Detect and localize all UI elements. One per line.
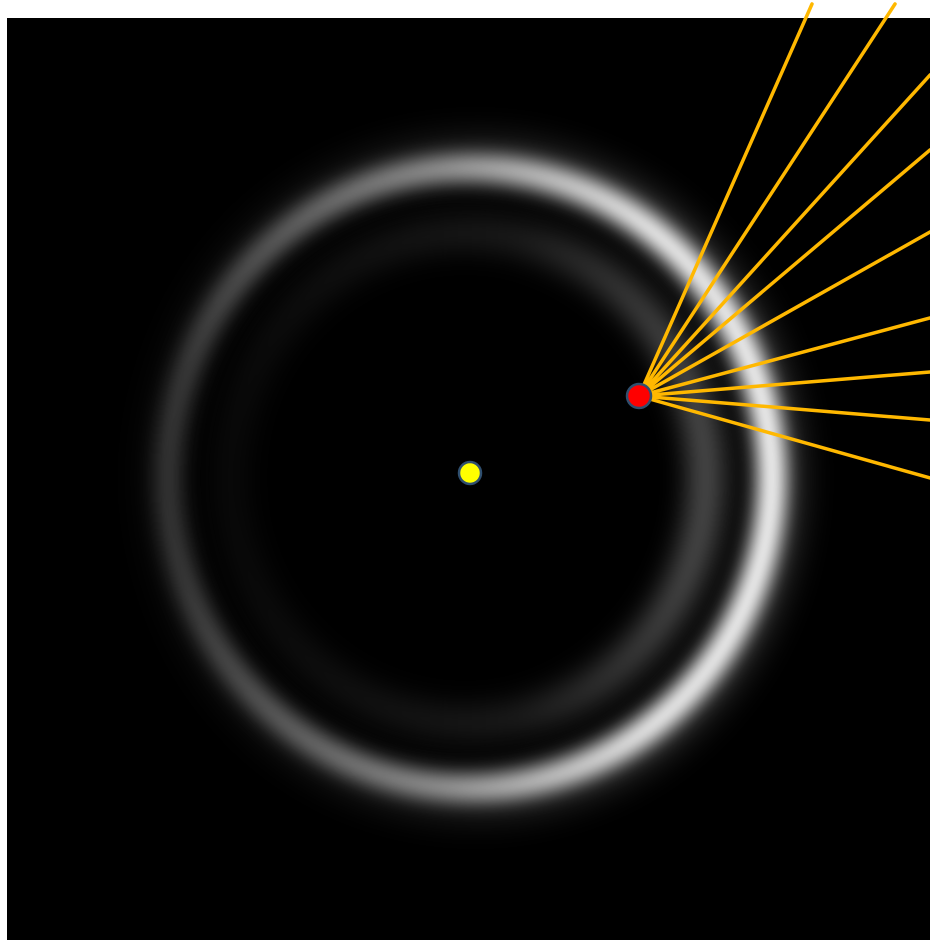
bright-crescent-ring: [155, 155, 785, 801]
ray-5: [637, 230, 930, 398]
yellow-dot: [457, 460, 483, 486]
fan-of-orange-rays: [637, 2, 930, 480]
red-dot: [625, 382, 653, 410]
ray-4: [637, 148, 930, 398]
ray-2: [637, 2, 897, 398]
ray-7: [637, 370, 930, 398]
faint-inner-ring: [215, 218, 721, 738]
ray-8: [637, 394, 930, 422]
ray-3: [637, 73, 930, 398]
ray-6: [637, 316, 930, 398]
ray-1: [637, 2, 814, 398]
ray-9: [637, 394, 930, 480]
